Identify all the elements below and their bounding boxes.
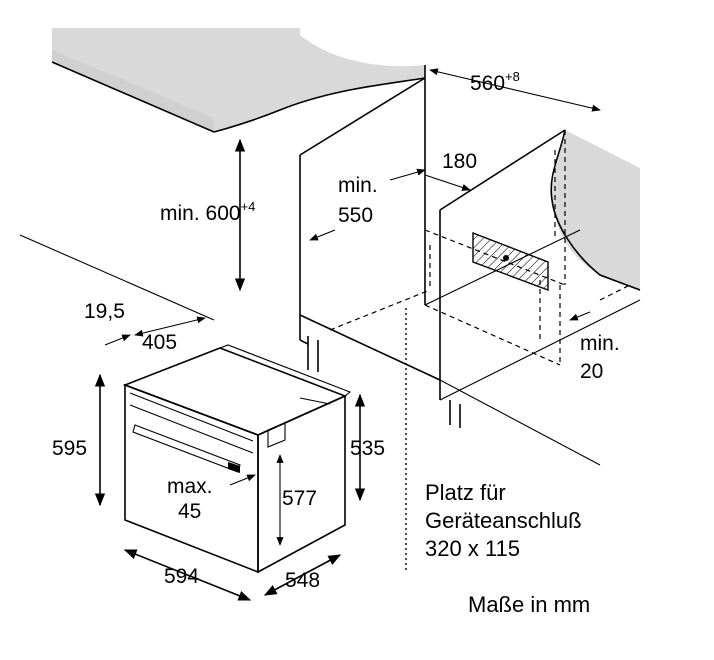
height-niche-label: min. 600+4 <box>160 199 255 225</box>
handle-line2: 45 <box>178 500 201 523</box>
niche-cabinet <box>19 77 641 570</box>
top-depth-label: 405 <box>142 331 177 354</box>
dimension-lines <box>94 68 601 601</box>
front-panel-label: 19,5 <box>84 300 125 323</box>
rear-gap-label: 180 <box>442 150 477 173</box>
oven <box>122 344 352 574</box>
worktop-right <box>550 129 641 291</box>
inner-height-label: 577 <box>282 487 317 510</box>
oven-width-label: 594 <box>164 565 199 588</box>
width-niche-label: 560+8 <box>470 69 520 95</box>
depth-niche-line1: min. <box>338 174 378 197</box>
body-height-label: 535 <box>350 437 385 460</box>
connection-note-line3: 320 x 115 <box>425 536 520 561</box>
units-note: Maße in mm <box>468 592 590 617</box>
worktop <box>51 28 426 133</box>
handle-line1: max. <box>167 475 213 498</box>
connection-note-line2: Geräteanschluß <box>425 508 582 533</box>
depth-niche-line2: 550 <box>338 204 373 227</box>
oven-depth-label: 548 <box>285 569 320 592</box>
oven-height-label: 595 <box>52 437 87 460</box>
connection-note-line1: Platz für <box>425 480 506 505</box>
side-min-line1: min. <box>580 332 620 355</box>
side-min-line2: 20 <box>580 360 603 383</box>
